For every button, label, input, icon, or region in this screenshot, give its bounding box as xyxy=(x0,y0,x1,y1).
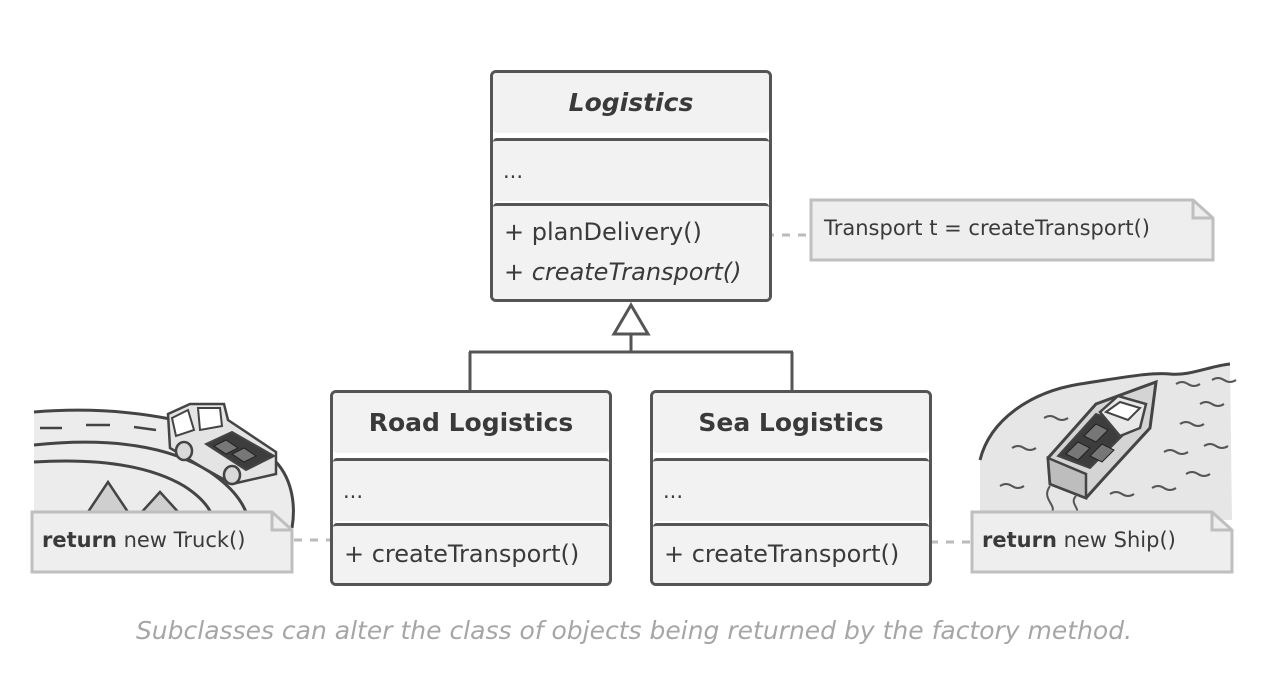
road-return-note: return new Truck() xyxy=(42,528,245,552)
note-shapes xyxy=(30,198,1234,574)
sea-logistics-class-box: Sea Logistics ... + createTransport() xyxy=(650,390,932,586)
sea-return-keyword: return xyxy=(982,528,1057,552)
road-logistics-class-name: Road Logistics xyxy=(368,408,574,437)
inheritance-connectors xyxy=(468,334,794,392)
road-logistics-fields: ... xyxy=(343,479,364,503)
road-return-expression: new Truck() xyxy=(116,528,246,552)
road-logistics-fields-section: ... xyxy=(333,458,609,521)
sea-logistics-methods-section: + createTransport() xyxy=(653,523,929,583)
road-logistics-methods-section: + createTransport() xyxy=(333,523,609,583)
truck-on-road-illustration xyxy=(33,402,295,530)
sea-logistics-class-header: Sea Logistics xyxy=(653,393,929,453)
logistics-methods-section: + planDelivery() + createTransport() xyxy=(493,203,769,299)
logistics-fields-section: ... xyxy=(493,138,769,201)
road-logistics-class-header: Road Logistics xyxy=(333,393,609,453)
inheritance-arrowhead xyxy=(611,302,651,336)
figure-caption: Subclasses can alter the class of object… xyxy=(135,616,1133,645)
sea-return-note: return new Ship() xyxy=(982,528,1176,552)
logistics-class-box: Logistics ... + planDelivery() + createT… xyxy=(490,70,772,302)
logistics-class-name: Logistics xyxy=(568,88,694,117)
sea-return-expression: new Ship() xyxy=(1056,528,1176,552)
road-return-keyword: return xyxy=(42,528,117,552)
plan-delivery-note: Transport t = createTransport() xyxy=(824,216,1150,240)
road-logistics-class-box: Road Logistics ... + createTransport() xyxy=(330,390,612,586)
create-transport-abstract-method: + createTransport() xyxy=(504,258,742,286)
plan-delivery-method: + planDelivery() xyxy=(504,218,702,246)
ship-at-sea-illustration xyxy=(978,362,1237,520)
sea-logistics-fields-section: ... xyxy=(653,458,929,521)
sea-logistics-class-name: Sea Logistics xyxy=(698,408,884,437)
road-create-transport-method: + createTransport() xyxy=(344,540,580,568)
logistics-fields: ... xyxy=(503,159,524,183)
logistics-class-header: Logistics xyxy=(493,73,769,133)
note-connectors xyxy=(294,233,972,544)
sea-logistics-fields: ... xyxy=(663,479,684,503)
sea-create-transport-method: + createTransport() xyxy=(664,540,900,568)
